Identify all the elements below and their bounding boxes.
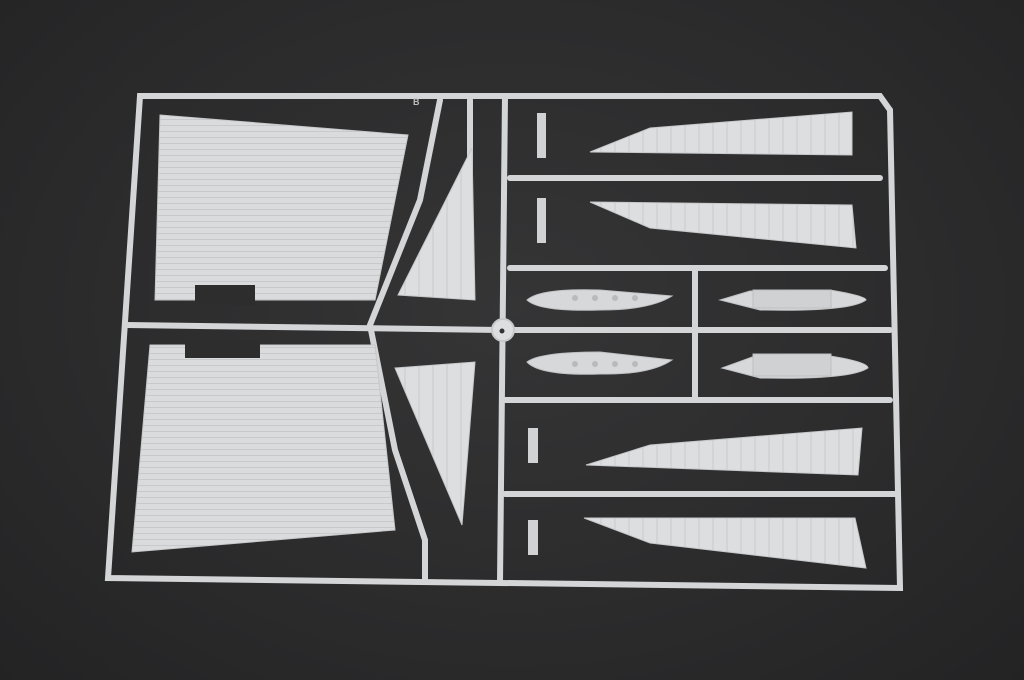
sprue-letter-tag: B: [413, 97, 420, 107]
